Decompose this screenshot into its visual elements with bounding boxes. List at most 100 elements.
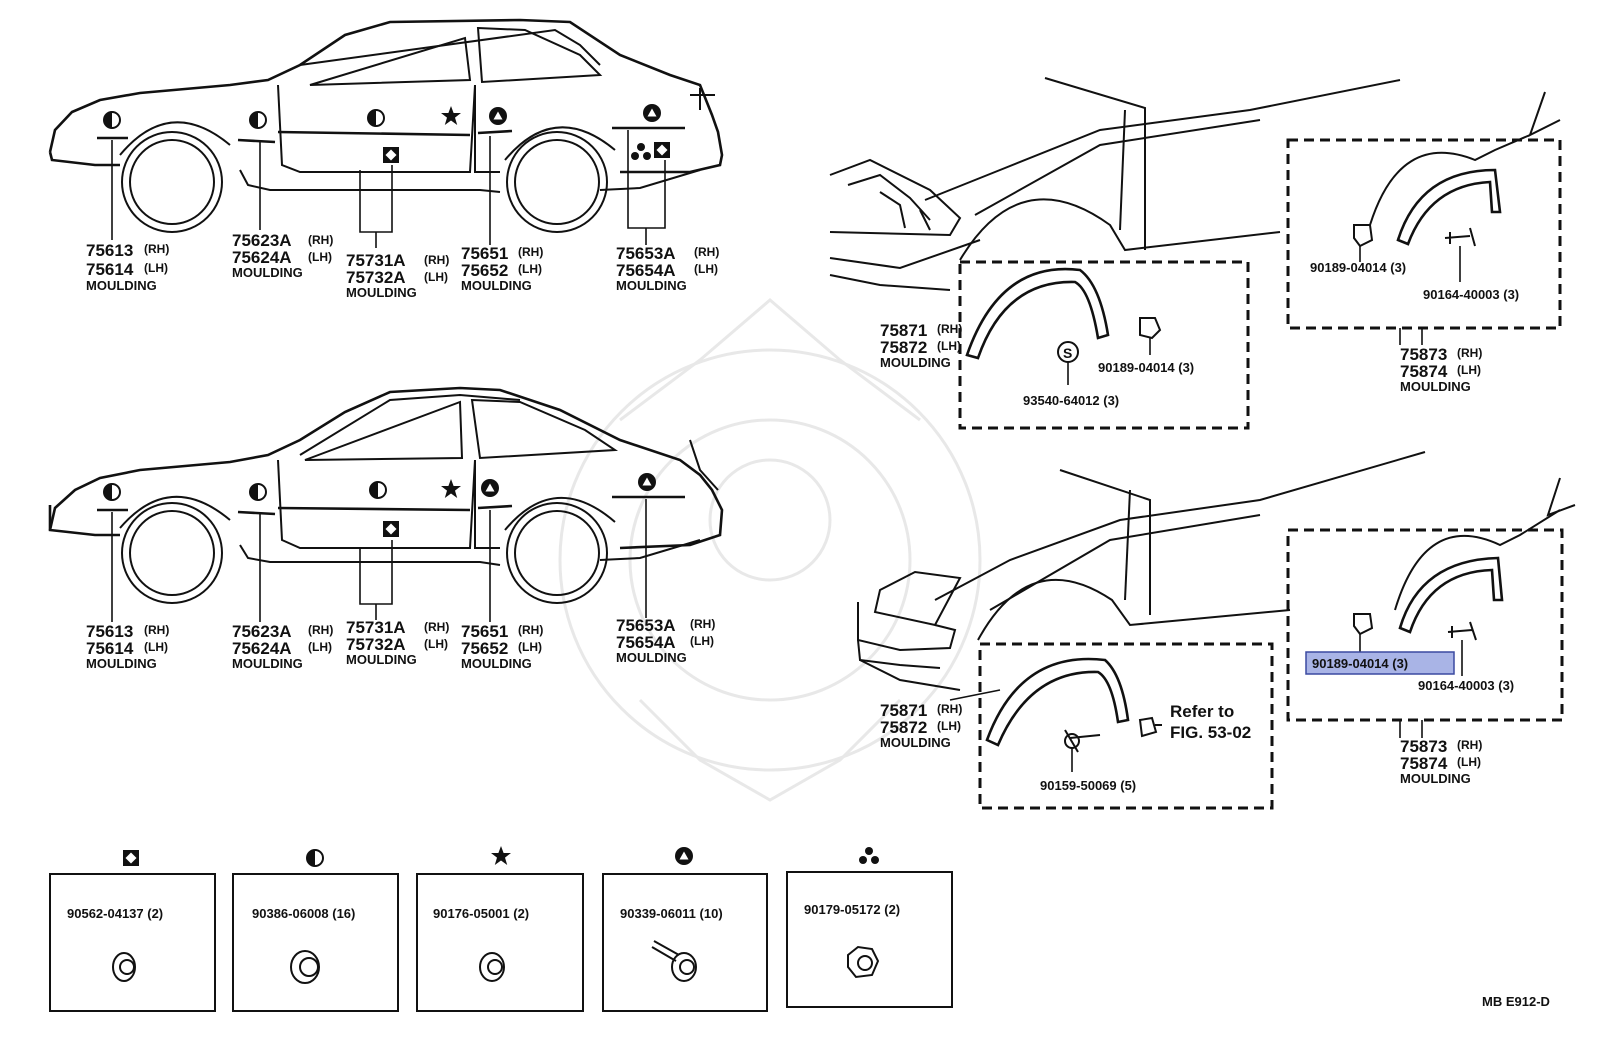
- svg-text:75623A: 75623A: [232, 231, 292, 250]
- callout-75623a-mid: 75623A(RH) 75624A(LH) MOULDING: [232, 622, 333, 671]
- svg-text:75732A: 75732A: [346, 635, 406, 654]
- svg-text:MOULDING: MOULDING: [1400, 771, 1471, 786]
- svg-text:75651: 75651: [461, 622, 508, 641]
- svg-text:75732A: 75732A: [346, 268, 406, 287]
- callout-75651-top: 75651 (RH) 75652 (LH) MOULDING: [461, 244, 543, 293]
- svg-text:(RH): (RH): [144, 242, 169, 256]
- svg-text:(RH): (RH): [424, 253, 449, 267]
- svg-text:75654A: 75654A: [616, 261, 676, 280]
- svg-text:90386-06008 (16): 90386-06008 (16): [252, 906, 355, 921]
- callout-75613-top: 75613(RH) 75614(LH) MOULDING: [86, 241, 169, 293]
- svg-text:75874: 75874: [1400, 362, 1448, 381]
- diamond-in-square-icon: [123, 850, 139, 866]
- fastener-box-5[interactable]: 90179-05172 (2): [786, 847, 953, 1008]
- half-circle-icon: [249, 483, 267, 501]
- fastener-box-3[interactable]: 90176-05001 (2): [416, 846, 584, 1012]
- half-circle-icon: [103, 111, 121, 129]
- callout-75623a-top: 75623A(RH) 75624A(LH) MOULDING: [232, 231, 333, 280]
- fender-view-top: S: [829, 77, 1562, 430]
- svg-text:(LH): (LH): [1457, 363, 1481, 377]
- svg-text:MOULDING: MOULDING: [880, 735, 951, 750]
- svg-text:75651: 75651: [461, 244, 508, 263]
- svg-text:75731A: 75731A: [346, 618, 406, 637]
- svg-text:75613: 75613: [86, 622, 133, 641]
- svg-text:90189-04014 (3): 90189-04014 (3): [1312, 656, 1408, 671]
- callout-75871-top: 75871(RH) 75872(LH) MOULDING: [880, 321, 962, 370]
- part-90189-04014-top-right[interactable]: 90189-04014 (3): [1310, 260, 1406, 275]
- svg-text:75653A: 75653A: [616, 244, 676, 263]
- svg-text:(LH): (LH): [308, 250, 332, 264]
- svg-text:S: S: [1063, 345, 1072, 361]
- svg-text:(RH): (RH): [518, 623, 543, 637]
- half-circle-icon: [367, 109, 385, 127]
- svg-text:75874: 75874: [1400, 754, 1448, 773]
- part-90189-04014-highlighted[interactable]: 90189-04014 (3): [1305, 651, 1455, 675]
- half-circle-icon: [103, 483, 121, 501]
- svg-text:(RH): (RH): [308, 233, 333, 247]
- callout-75871-bottom: 75871(RH) 75872(LH) MOULDING: [880, 701, 962, 750]
- svg-text:MOULDING: MOULDING: [880, 355, 951, 370]
- svg-text:MOULDING: MOULDING: [232, 265, 303, 280]
- svg-text:90339-06011 (10): 90339-06011 (10): [620, 906, 723, 921]
- callout-75613-mid: 75613(RH) 75614(LH) MOULDING: [86, 622, 169, 671]
- fastener-pin-icon: [651, 940, 697, 982]
- svg-text:75613: 75613: [86, 241, 133, 260]
- svg-text:MOULDING: MOULDING: [461, 656, 532, 671]
- svg-text:(LH): (LH): [1457, 755, 1481, 769]
- fastener-box-2[interactable]: 90386-06008 (16): [232, 849, 399, 1012]
- svg-text:75623A: 75623A: [232, 622, 292, 641]
- fastener-clip-icon: [479, 952, 505, 982]
- fastener-nut-icon: [847, 945, 880, 979]
- svg-text:75652: 75652: [461, 261, 508, 280]
- svg-text:75873: 75873: [1400, 345, 1447, 364]
- callout-75731a-top: 75731A(RH) 75732A(LH) MOULDING: [346, 251, 449, 300]
- svg-text:MOULDING: MOULDING: [86, 656, 157, 671]
- three-dots-icon: [631, 143, 651, 160]
- svg-text:MOULDING: MOULDING: [461, 278, 532, 293]
- triangle-in-circle-icon: [638, 473, 656, 491]
- star-icon: [441, 106, 461, 125]
- triangle-in-circle-icon: [643, 104, 661, 122]
- svg-text:75871: 75871: [880, 701, 927, 720]
- svg-text:75871: 75871: [880, 321, 927, 340]
- part-90189-04014-top-left[interactable]: 90189-04014 (3): [1098, 360, 1194, 375]
- svg-text:75872: 75872: [880, 718, 927, 737]
- callout-75873-bottom: 75873(RH) 75874(LH) MOULDING: [1400, 737, 1482, 786]
- svg-text:MOULDING: MOULDING: [616, 278, 687, 293]
- watermark-emblem: [558, 298, 982, 802]
- callout-75731a-mid: 75731A(RH) 75732A(LH) MOULDING: [346, 618, 449, 667]
- part-90159-50069[interactable]: 90159-50069 (5): [1040, 778, 1136, 793]
- diamond-in-square-icon: [383, 147, 399, 163]
- svg-text:(RH): (RH): [518, 245, 543, 259]
- diamond-in-square-icon: [654, 142, 670, 158]
- part-90164-40003-top[interactable]: 90164-40003 (3): [1423, 287, 1519, 302]
- svg-text:(LH): (LH): [308, 640, 332, 654]
- svg-text:75614: 75614: [86, 260, 134, 279]
- part-90164-40003-bottom[interactable]: 90164-40003 (3): [1418, 678, 1514, 693]
- refer-fig-link[interactable]: FIG. 53-02: [1170, 723, 1251, 742]
- half-circle-icon: [249, 111, 267, 129]
- refer-to-label: Refer to: [1170, 702, 1234, 721]
- star-icon: [441, 479, 461, 498]
- svg-text:(LH): (LH): [937, 339, 961, 353]
- fastener-box-1[interactable]: 90562-04137 (2): [49, 850, 216, 1012]
- svg-text:90176-05001 (2): 90176-05001 (2): [433, 906, 529, 921]
- svg-text:MOULDING: MOULDING: [232, 656, 303, 671]
- triangle-in-circle-icon: [675, 847, 693, 865]
- svg-text:(RH): (RH): [690, 617, 715, 631]
- svg-text:(LH): (LH): [518, 262, 542, 276]
- svg-text:90562-04137 (2): 90562-04137 (2): [67, 906, 163, 921]
- triangle-in-circle-icon: [489, 107, 507, 125]
- part-93540-64012[interactable]: 93540-64012 (3): [1023, 393, 1119, 408]
- svg-text:(RH): (RH): [144, 623, 169, 637]
- svg-text:(LH): (LH): [518, 640, 542, 654]
- callout-75653a-mid: 75653A(RH) 75654A(LH) MOULDING: [616, 616, 715, 665]
- svg-text:(LH): (LH): [937, 719, 961, 733]
- fastener-box-4[interactable]: 90339-06011 (10): [602, 847, 768, 1012]
- svg-text:(LH): (LH): [424, 637, 448, 651]
- svg-text:MOULDING: MOULDING: [86, 278, 157, 293]
- svg-text:MOULDING: MOULDING: [346, 652, 417, 667]
- fastener-clip-icon: [112, 952, 136, 982]
